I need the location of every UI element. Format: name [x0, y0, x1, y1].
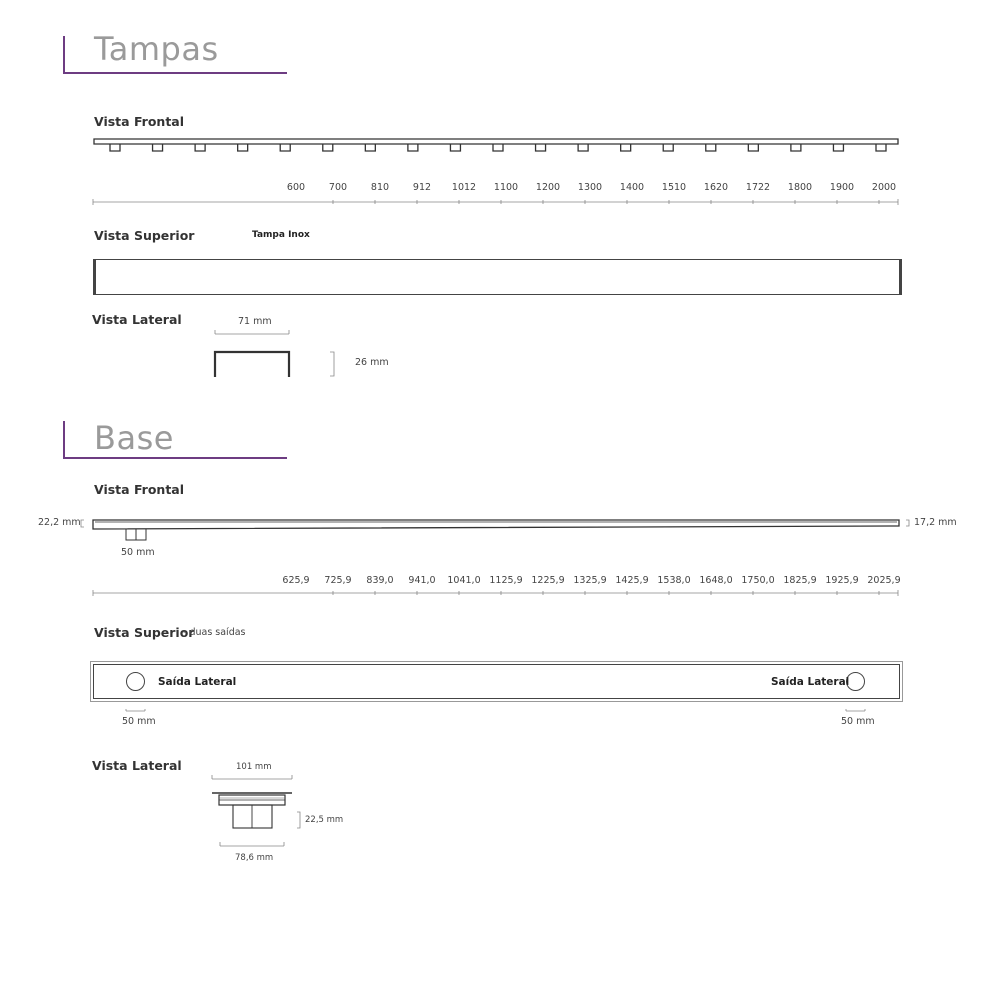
tampas-superior-note: Tampa Inox: [252, 230, 310, 240]
tampa-frontal-tab: [492, 144, 504, 152]
tampa-frontal-plate: [93, 138, 899, 145]
tampa-frontal-tab: [620, 144, 632, 152]
base-right-height: 17,2 mm: [914, 517, 957, 528]
base-outlet-left-circle-icon: [126, 672, 145, 691]
tampa-frontal-tab: [790, 144, 802, 152]
tampa-frontal-tab: [237, 144, 249, 152]
tampas-length-label: 700: [328, 182, 348, 193]
base-length-label: 2025,9: [867, 575, 901, 586]
base-superior-plate-inner: [93, 664, 900, 699]
tampas-frontal-label: Vista Frontal: [94, 114, 185, 129]
base-length-label: 1648,0: [699, 575, 733, 586]
tampas-title-underline: [63, 72, 287, 74]
tampas-length-label: 1620: [703, 182, 729, 193]
base-length-label: 1425,9: [615, 575, 649, 586]
base-length-label: 1125,9: [489, 575, 523, 586]
base-length-label: 1225,9: [531, 575, 565, 586]
base-outlet-width: 50 mm: [121, 547, 155, 558]
tampa-frontal-tab: [364, 144, 376, 152]
base-length-label: 1925,9: [825, 575, 859, 586]
tampas-length-label: 810: [370, 182, 390, 193]
base-length-label: 839,0: [366, 575, 394, 586]
base-length-label: 1825,9: [783, 575, 817, 586]
base-lateral-top-width: 101 mm: [236, 762, 272, 772]
base-left-height: 22,2 mm: [38, 517, 81, 528]
base-outlet-right-dim: 50 mm: [841, 716, 875, 727]
base-length-label: 1750,0: [741, 575, 775, 586]
base-outlet-left-dim: 50 mm: [122, 716, 156, 727]
tampa-frontal-tab: [534, 144, 547, 152]
base-outlet-right-circle-icon: [846, 672, 865, 691]
base-lateral-label: Vista Lateral: [92, 758, 182, 773]
tampa-frontal-tab: [662, 144, 674, 152]
base-length-label: 1041,0: [447, 575, 481, 586]
tampa-frontal-tab: [747, 144, 759, 152]
tampa-frontal-tab: [151, 144, 164, 152]
tampas-length-label: 1300: [577, 182, 603, 193]
base-lateral-bottom-width: 78,6 mm: [235, 853, 274, 863]
tampas-title: Tampas: [94, 30, 219, 68]
tampa-frontal-tab: [279, 144, 291, 152]
base-frontal-label: Vista Frontal: [94, 482, 185, 497]
base-superior-plate-outer: [90, 661, 903, 702]
tampas-length-label: 1012: [451, 182, 477, 193]
base-superior-note: - duas saídas: [183, 627, 246, 638]
tampa-frontal-tab: [407, 144, 419, 152]
tampa-frontal-tab: [109, 144, 121, 152]
base-length-label: 625,9: [282, 575, 310, 586]
tampas-length-label: 1100: [493, 182, 519, 193]
base-title-accent-vertical: [63, 421, 65, 459]
tampas-lateral-label: Vista Lateral: [92, 312, 182, 327]
tampas-length-label: 1510: [661, 182, 687, 193]
base-outlet-right-label: Saída Lateral: [771, 676, 850, 688]
tampas-title-accent-vertical: [63, 36, 65, 74]
tampas-lateral-height: 26 mm: [355, 357, 389, 368]
base-title-underline: [63, 457, 287, 459]
base-length-label: 1538,0: [657, 575, 691, 586]
tampa-frontal-tab: [577, 144, 589, 152]
tampa-frontal-tab: [875, 144, 887, 152]
tampas-length-label: 1722: [745, 182, 771, 193]
base-superior-label: Vista Superior: [94, 625, 195, 640]
base-lateral-height: 22,5 mm: [305, 815, 344, 825]
tampas-length-label: 600: [286, 182, 306, 193]
base-outlet-left-label: Saída Lateral: [158, 676, 237, 688]
tampas-length-label: 2000: [871, 182, 897, 193]
base-length-label: 725,9: [324, 575, 352, 586]
tampas-superior-plate: [93, 259, 902, 295]
base-length-label: 941,0: [408, 575, 436, 586]
tampa-frontal-tab: [322, 144, 334, 152]
tampa-frontal-tab: [832, 144, 845, 152]
base-length-label: 1325,9: [573, 575, 607, 586]
tampas-length-label: 1900: [829, 182, 855, 193]
tampa-frontal-tab: [449, 144, 462, 152]
tampas-length-label: 1200: [535, 182, 561, 193]
tampa-frontal-tab: [705, 144, 717, 152]
tampas-superior-label: Vista Superior: [94, 228, 195, 243]
tampa-frontal-tab: [194, 144, 206, 152]
tampas-length-label: 1400: [619, 182, 645, 193]
base-title: Base: [94, 419, 174, 457]
tampas-lateral-width: 71 mm: [238, 316, 272, 327]
tampas-length-label: 912: [412, 182, 432, 193]
tampas-length-label: 1800: [787, 182, 813, 193]
